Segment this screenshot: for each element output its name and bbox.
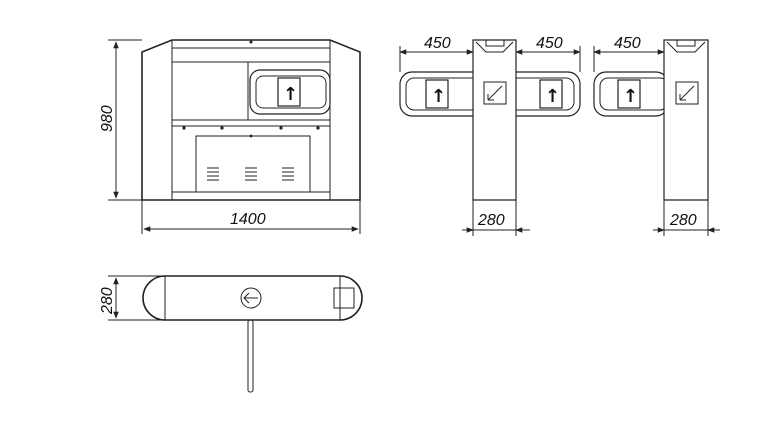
arm-length-dimension-left: 450 bbox=[424, 35, 451, 52]
up-arrow-icon: ↑ bbox=[545, 86, 560, 107]
vent-grille-icon bbox=[207, 167, 294, 181]
top-view: 280 bbox=[99, 275, 363, 393]
up-arrow-icon: ↑ bbox=[431, 86, 446, 107]
top-depth-dimension: 280 bbox=[99, 287, 116, 315]
side-view-single: ↑ 450 280 bbox=[593, 35, 720, 236]
front-arm-panel: ↑ bbox=[249, 69, 331, 115]
arm-length-dimension-single: 450 bbox=[614, 35, 641, 52]
side-view-double: ↑ ↑ 450 450 280 bbox=[399, 35, 581, 236]
up-arrow-icon: ↑ bbox=[283, 84, 298, 105]
up-arrow-icon: ↑ bbox=[623, 86, 638, 107]
front-height-dimension: 980 bbox=[99, 105, 116, 132]
diagonal-arrow-icon bbox=[679, 85, 695, 101]
arm-length-dimension-right: 450 bbox=[536, 35, 563, 52]
diagonal-arrow-icon bbox=[487, 85, 503, 101]
rotation-arrow-icon bbox=[240, 287, 262, 309]
column-depth-dimension-a: 280 bbox=[477, 212, 505, 229]
front-view: ↑ 980 1400 bbox=[99, 39, 361, 234]
front-width-dimension: 1400 bbox=[230, 211, 266, 228]
column-depth-dimension-b: 280 bbox=[669, 212, 697, 229]
